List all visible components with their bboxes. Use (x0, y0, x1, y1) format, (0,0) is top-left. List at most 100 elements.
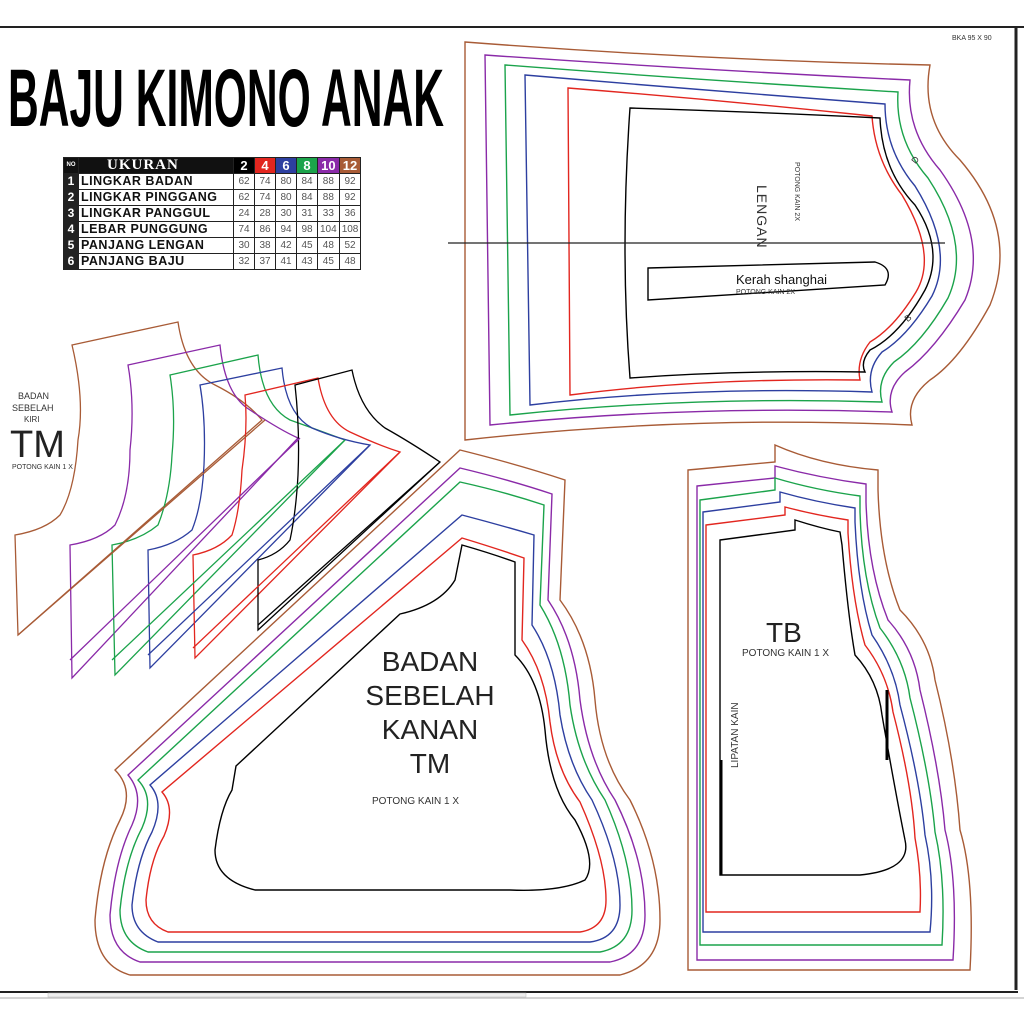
size-8: 8 (296, 157, 318, 174)
row-value: 33 (317, 205, 340, 222)
row-label: LINGKAR PANGGUL (78, 205, 234, 222)
row-number: 1 (63, 173, 79, 190)
row-number: 4 (63, 221, 79, 238)
kiri-line1: BADAN (18, 391, 50, 401)
row-value: 80 (275, 189, 297, 206)
size-6: 6 (275, 157, 297, 174)
row-value: 41 (275, 253, 297, 270)
kanan-line3: KANAN (381, 714, 479, 745)
kiri-outline-8 (111, 354, 347, 677)
lengan-outline-2 (624, 107, 934, 379)
tb-outline-6 (702, 491, 933, 933)
row-value: 37 (254, 253, 276, 270)
row-value: 74 (254, 189, 276, 206)
row-value: 104 (317, 221, 340, 238)
kiri-outline-2 (257, 369, 442, 632)
row-value: 30 (233, 237, 255, 254)
tb-note: POTONG KAIN 1 X (742, 648, 830, 659)
row-value: 86 (254, 221, 276, 238)
row-value: 92 (338, 173, 362, 190)
row-value: 84 (296, 173, 318, 190)
row-value: 80 (275, 173, 297, 190)
kanan-outline-8 (119, 481, 633, 953)
kanan-outline-6 (131, 514, 621, 943)
corner-code: BKA 95 X 90 (952, 35, 992, 42)
row-value: 74 (233, 221, 255, 238)
size-2: 2 (233, 157, 255, 174)
tb-code: TB (766, 617, 802, 648)
kanan-piece (94, 449, 661, 976)
row-value: 43 (296, 253, 318, 270)
size-4: 4 (254, 157, 276, 174)
row-label: PANJANG BAJU (78, 253, 234, 270)
kiri-note: POTONG KAIN 1 X (12, 464, 73, 471)
row-value: 38 (254, 237, 276, 254)
row-value: 48 (338, 253, 362, 270)
row-value: 45 (296, 237, 318, 254)
lengan-outline-6 (524, 74, 942, 406)
tb-outline-12 (687, 443, 972, 971)
table-header-label: UKURAN (78, 157, 234, 174)
row-value: 88 (317, 173, 340, 190)
row-label: LINGKAR PINGGANG (78, 189, 234, 206)
row-value: 98 (296, 221, 318, 238)
tb-outline-2 (719, 519, 907, 876)
kiri-outline-6 (147, 367, 372, 670)
row-value: 84 (296, 189, 318, 206)
row-number: 3 (63, 205, 79, 222)
tb-piece (687, 443, 972, 971)
lengan-outline-10 (484, 54, 974, 426)
kanan-code: TM (409, 748, 451, 779)
row-value: 32 (233, 253, 255, 270)
kiri-line3: KIRI (24, 415, 40, 424)
row-value: 62 (233, 189, 255, 206)
row-value: 36 (338, 205, 362, 222)
page-title: BAJU KIMONO ANAK (8, 53, 444, 138)
tb-outline-10 (696, 465, 956, 961)
table-corner: NO (63, 157, 79, 174)
row-value: 92 (338, 189, 362, 206)
kiri-outline-4 (192, 377, 402, 660)
row-value: 108 (338, 221, 362, 238)
row-number: 6 (63, 253, 79, 270)
size-table-header: NO UKURAN 2 4 6 8 10 12 (63, 157, 362, 174)
kanan-line1: BADAN (381, 646, 479, 677)
lengan-title: LENGAN (754, 185, 770, 249)
kanan-outline-4 (145, 537, 607, 933)
row-value: 30 (275, 205, 297, 222)
row-value: 62 (233, 173, 255, 190)
kerah-title: Kerah shanghai (736, 272, 828, 287)
kiri-code: TM (10, 424, 65, 466)
row-value: 94 (275, 221, 297, 238)
tb-outline-8 (699, 477, 944, 946)
page-title-text: BAJU KIMONO ANAK (8, 53, 444, 138)
kiri-outline-12 (14, 321, 263, 637)
row-label: LEBAR PUNGGUNG (78, 221, 234, 238)
kiri-piece (14, 321, 442, 680)
size-12: 12 (338, 157, 362, 174)
row-value: 48 (317, 237, 340, 254)
kanan-note: POTONG KAIN 1 X (372, 796, 460, 807)
kerah-note: POTONG KAIN 2X (736, 289, 795, 296)
lengan-outline-4 (567, 87, 926, 396)
tb-outline-4 (705, 506, 922, 913)
row-value: 31 (296, 205, 318, 222)
kiri-line2: SEBELAH (12, 403, 54, 413)
row-number: 5 (63, 237, 79, 254)
lengan-note: POTONG KAIN 2X (793, 162, 800, 221)
size-10: 10 (317, 157, 340, 174)
kanan-line2: SEBELAH (365, 680, 495, 711)
row-value: 42 (275, 237, 297, 254)
row-value: 74 (254, 173, 276, 190)
kerah-piece (647, 261, 889, 301)
row-value: 28 (254, 205, 276, 222)
